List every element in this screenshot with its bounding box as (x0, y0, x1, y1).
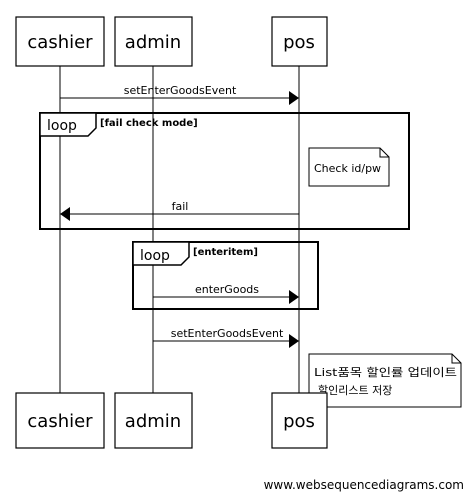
participant-label: pos (283, 32, 315, 53)
message-label: fail (172, 200, 189, 213)
participant-pos-bottom: pos (271, 392, 328, 449)
loop-condition: [enteritem] (193, 247, 258, 258)
message-enter-goods: enterGoods (153, 283, 299, 304)
participant-admin-bottom: admin (114, 392, 193, 449)
message-set-enter-goods-event-1: setEnterGoodsEvent (60, 84, 299, 105)
message-label: enterGoods (195, 283, 259, 296)
participant-pos-top: pos (271, 16, 328, 67)
participant-admin-top: admin (114, 16, 193, 67)
note-check-id-pw: Check id/pw (308, 147, 390, 187)
note-text: 할인리스트 저장 (318, 384, 392, 397)
participant-label: pos (283, 411, 315, 432)
note-text: List품목 할인률 업데이트 (314, 366, 457, 379)
message-label: setEnterGoodsEvent (124, 84, 237, 97)
loop-keyword: loop (47, 118, 77, 134)
loop-keyword: loop (140, 248, 170, 264)
note-text: Check id/pw (314, 162, 381, 175)
message-label: setEnterGoodsEvent (171, 327, 284, 340)
participant-label: cashier (27, 411, 93, 432)
note-discount-update: List품목 할인률 업데이트 할인리스트 저장 (308, 353, 462, 408)
participant-label: cashier (27, 32, 93, 53)
participant-cashier-bottom: cashier (15, 392, 105, 449)
loop-condition: [fail check mode] (100, 118, 198, 129)
loop-enteritem: loop [enteritem] (132, 241, 319, 310)
participant-cashier-top: cashier (15, 16, 105, 67)
watermark-link[interactable]: www.websequencediagrams.com (264, 478, 464, 492)
participant-label: admin (125, 411, 181, 432)
message-set-enter-goods-event-2: setEnterGoodsEvent (153, 327, 299, 348)
participant-label: admin (125, 32, 181, 53)
loop-fail-check-mode: loop [fail check mode] (39, 112, 410, 230)
message-fail: fail (60, 200, 299, 221)
